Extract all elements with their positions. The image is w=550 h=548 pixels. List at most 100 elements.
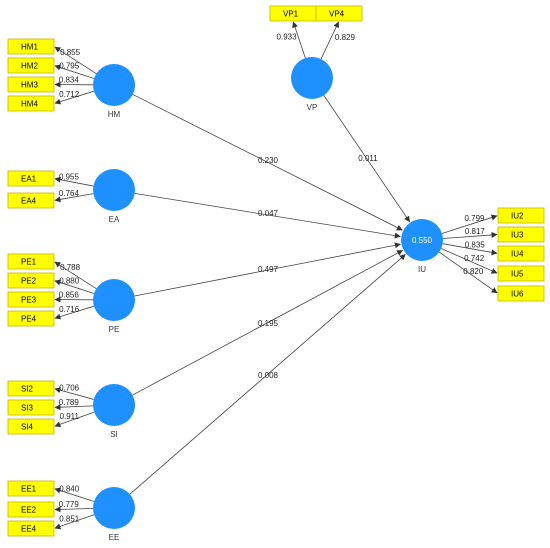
indicator-vp1[interactable]: VP1 [269, 5, 317, 22]
indicator-label-pe2: PE2 [21, 277, 37, 286]
indicator-label-ee1: EE1 [21, 485, 37, 494]
loading-value-ee4: 0.851 [59, 514, 80, 523]
loading-value-ea4: 0.764 [59, 189, 80, 198]
indicator-label-hm2: HM2 [21, 62, 38, 71]
loading-arrow-ee2 [54, 506, 94, 513]
construct-vp[interactable] [291, 57, 333, 99]
indicator-pe2[interactable]: PE2 [7, 272, 55, 289]
indicator-si4[interactable]: SI4 [7, 418, 55, 435]
loading-value-iu5: 0.742 [464, 254, 485, 263]
loading-value-iu3: 0.817 [465, 227, 486, 236]
indicator-ee4[interactable]: EE4 [7, 520, 55, 537]
construct-label-si: SI [110, 430, 118, 439]
indicator-iu5[interactable]: IU5 [497, 265, 545, 282]
indicator-pe4[interactable]: PE4 [7, 310, 55, 327]
indicator-label-iu6: IU6 [511, 290, 524, 299]
loading-arrow-ee1 [54, 487, 95, 502]
loading-value-pe2: 0.880 [59, 276, 80, 285]
indicator-label-iu3: IU3 [511, 231, 524, 240]
loading-arrow-ee4 [54, 514, 95, 530]
loading-value-hm2: 0.795 [59, 61, 80, 70]
path-ea-to-iu [134, 192, 401, 239]
path-vp-to-iu [323, 95, 410, 223]
indicator-label-pe1: PE1 [21, 258, 37, 267]
loading-arrow-hm4 [54, 90, 95, 105]
construct-ea[interactable] [93, 169, 135, 211]
loading-value-iu2: 0.799 [464, 214, 485, 223]
indicator-pe1[interactable]: PE1 [7, 253, 55, 270]
indicator-iu4[interactable]: IU4 [497, 245, 545, 262]
indicator-hm3[interactable]: HM3 [7, 76, 55, 93]
loading-value-pe4: 0.716 [59, 305, 80, 314]
indicator-hm1[interactable]: HM1 [7, 38, 55, 55]
indicator-ea1[interactable]: EA1 [7, 170, 55, 187]
construct-ee[interactable] [93, 487, 135, 529]
construct-pe[interactable] [93, 279, 135, 321]
indicator-si2[interactable]: SI2 [7, 380, 55, 397]
loading-arrow-si4 [54, 411, 95, 428]
loading-arrow-ea4 [54, 193, 94, 203]
loading-value-ea1: 0.955 [59, 172, 80, 181]
indicator-label-hm3: HM3 [21, 81, 38, 90]
loading-value-si4: 0.911 [60, 412, 80, 421]
indicator-label-si3: SI3 [21, 404, 34, 413]
indicator-si3[interactable]: SI3 [7, 399, 55, 416]
loading-value-ee1: 0.840 [59, 484, 80, 493]
indicator-label-pe4: PE4 [21, 315, 37, 324]
loading-arrow-pe2 [54, 279, 95, 294]
indicator-vp4[interactable]: VP4 [315, 5, 363, 22]
indicator-iu3[interactable]: IU3 [497, 226, 545, 243]
loading-arrow-ea1 [54, 176, 94, 187]
construct-label-ee: EE [109, 533, 120, 542]
loading-arrow-si3 [54, 404, 94, 411]
loading-arrow-iu5 [441, 248, 498, 274]
indicator-ee1[interactable]: EE1 [7, 480, 55, 497]
loading-arrow-si2 [54, 387, 94, 400]
loading-arrow-hm1 [54, 46, 97, 74]
path-coefficient-ea: 0.047 [258, 209, 279, 218]
indicator-label-ea1: EA1 [21, 175, 37, 184]
loading-value-pe1: 0.788 [60, 263, 81, 272]
path-si-to-iu [132, 250, 404, 396]
loading-value-ee2: 0.779 [59, 500, 80, 509]
construct-hm[interactable] [93, 64, 135, 106]
construct-label-pe: PE [109, 325, 120, 334]
loading-value-vp4: 0.829 [335, 33, 356, 42]
loading-arrow-pe4 [54, 305, 95, 320]
loading-arrow-iu3 [442, 231, 498, 239]
path-coefficient-pe: 0.497 [258, 265, 279, 274]
loading-arrow-vp4 [320, 21, 339, 60]
r-squared-iu: 0.550 [412, 236, 433, 245]
loading-arrow-iu6 [438, 251, 498, 294]
indicator-label-iu2: IU2 [511, 212, 524, 221]
construct-label-hm: HM [108, 110, 121, 119]
indicator-pe3[interactable]: PE3 [7, 291, 55, 308]
path-coefficient-si: 0.195 [258, 319, 279, 328]
indicator-label-si2: SI2 [21, 385, 34, 394]
indicator-hm2[interactable]: HM2 [7, 57, 55, 74]
indicator-iu6[interactable]: IU6 [497, 285, 545, 302]
indicator-label-iu4: IU4 [511, 250, 524, 259]
indicator-ea4[interactable]: EA4 [7, 192, 55, 209]
indicator-iu2[interactable]: IU2 [497, 207, 545, 224]
loading-value-vp1: 0.933 [277, 33, 298, 42]
indicator-label-iu5: IU5 [511, 270, 524, 279]
loading-arrow-iu4 [442, 243, 498, 256]
loading-arrow-vp1 [292, 21, 306, 59]
indicator-label-si4: SI4 [21, 423, 34, 432]
loading-value-hm1: 0.855 [60, 48, 81, 57]
construct-si[interactable] [93, 384, 135, 426]
path-ee-to-iu [129, 254, 406, 495]
indicator-hm4[interactable]: HM4 [7, 95, 55, 112]
indicator-label-vp4: VP4 [329, 10, 345, 19]
indicator-label-ee4: EE4 [21, 525, 37, 534]
loading-value-iu6: 0.820 [463, 267, 484, 276]
indicator-label-hm1: HM1 [21, 43, 38, 52]
indicator-label-vp1: VP1 [283, 10, 299, 19]
path-hm-to-iu [132, 94, 403, 231]
construct-iu[interactable]: 0.550 [401, 219, 443, 261]
loading-arrow-iu2 [441, 214, 498, 234]
indicator-label-hm4: HM4 [21, 100, 38, 109]
indicator-ee2[interactable]: EE2 [7, 501, 55, 518]
loading-value-hm4: 0.712 [59, 90, 80, 99]
